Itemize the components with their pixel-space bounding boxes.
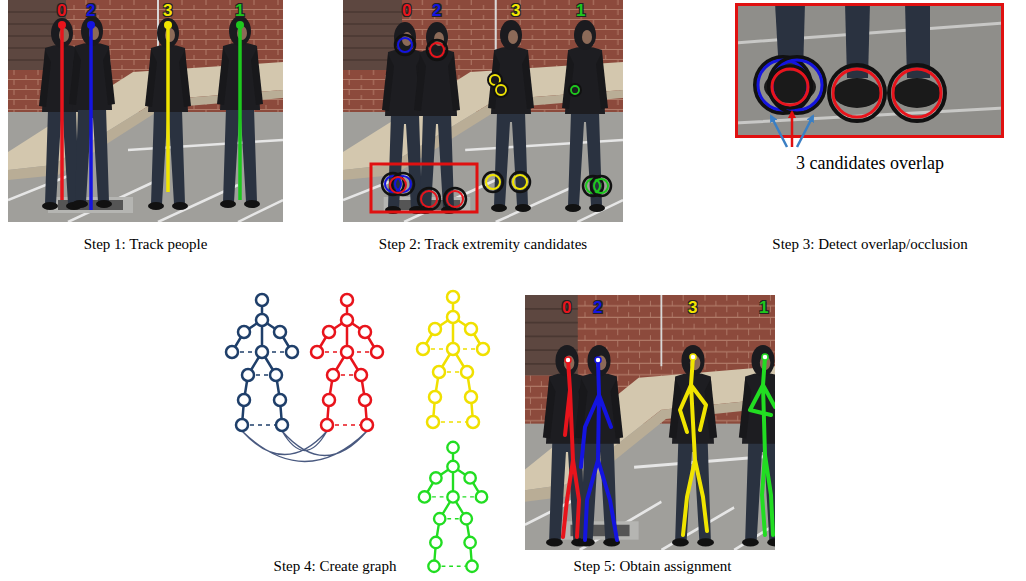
track-id-number: 3: [163, 2, 172, 19]
track-id-number: 0: [57, 2, 66, 19]
callout-text: 3 candidates overlap: [735, 153, 1005, 175]
figure-panel: Step 4: Create graph: [200, 292, 470, 577]
track-id-number: 2: [86, 2, 95, 19]
track-id-number: 2: [593, 299, 602, 316]
track-id-number: 3: [511, 2, 520, 19]
step-caption: Step 3: Detect overlap/occlusion: [735, 235, 1005, 253]
track-id-number: 1: [576, 2, 585, 19]
track-id-number: 2: [432, 2, 441, 19]
track-id-number: 1: [759, 299, 768, 316]
figure-panel: 3 candidates overlapStep 3: Detect overl…: [735, 0, 1005, 255]
figure-panel: Step 5: Obtain assignment: [525, 292, 780, 577]
step-caption: Step 4: Create graph: [200, 557, 470, 575]
step-caption: Step 5: Obtain assignment: [525, 557, 780, 575]
step-caption: Step 2: Track extremity candidates: [343, 235, 623, 253]
figure-panel: Step 2: Track extremity candidates: [343, 0, 623, 255]
step-caption: Step 1: Track people: [8, 235, 283, 253]
figure-panel: Step 1: Track people: [8, 0, 283, 255]
track-id-number: 0: [562, 299, 571, 316]
track-id-number: 0: [402, 2, 411, 19]
track-id-number: 1: [235, 2, 244, 19]
track-id-number: 3: [688, 299, 697, 316]
